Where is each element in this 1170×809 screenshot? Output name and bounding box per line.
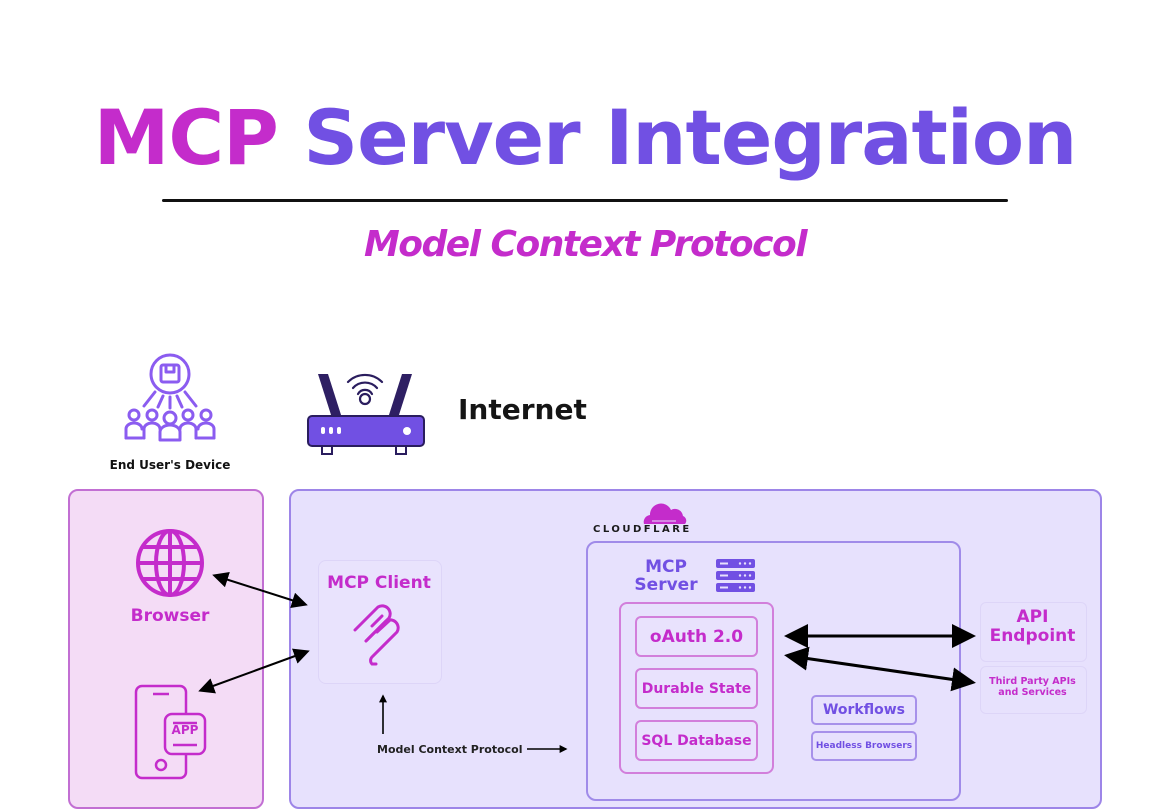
arrow-app-client: [198, 648, 310, 694]
mobile-app-icon: [134, 684, 207, 780]
users-network-icon: [124, 353, 216, 442]
api-endpoint-card: [980, 602, 1087, 662]
service-durable-state: Durable State: [635, 668, 758, 709]
third-party-label-line2: and Services: [998, 687, 1067, 698]
mcp-client-card: [318, 560, 442, 684]
mcp-client-label: MCP Client: [327, 573, 431, 593]
server-rack-icon: [716, 559, 755, 592]
browser-label: Browser: [130, 606, 210, 626]
connector-arrows: [198, 572, 976, 753]
internet-label: Internet: [458, 393, 587, 426]
mcp-server-label: MCP Server: [626, 558, 706, 594]
api-endpoint-label: API Endpoint: [980, 608, 1085, 646]
arrow-oauth-thirdparty: [784, 646, 976, 692]
model-context-protocol-label: Model Context Protocol: [377, 743, 523, 756]
third-party-label: Third Party APIs and Services: [980, 676, 1085, 698]
app-badge: APP: [171, 723, 199, 737]
title-rest: Server Integration: [303, 93, 1077, 182]
api-endpoint-label-line1: API: [1016, 607, 1049, 627]
api-endpoint-label-line2: Endpoint: [989, 626, 1076, 646]
third-party-label-line1: Third Party APIs: [989, 676, 1076, 687]
router-icon: [307, 373, 425, 455]
cloudflare-logo-icon: [643, 503, 687, 524]
page-title: MCP Server Integration: [0, 92, 1170, 184]
arrow-browser-client: [212, 572, 308, 608]
title-mcp: MCP: [93, 93, 279, 182]
service-oauth: oAuth 2.0: [635, 616, 758, 657]
mcp-server-label-line1: MCP: [645, 557, 687, 577]
tool-headless-browsers: Headless Browsers: [811, 731, 917, 761]
cloudflare-label: CLOUDFLARE: [593, 524, 692, 535]
end-user-label: End User's Device: [109, 458, 231, 472]
title-divider: [162, 199, 1008, 202]
service-sql-database: SQL Database: [635, 720, 758, 761]
mcp-server-label-line2: Server: [634, 575, 698, 595]
server-services-group: [619, 602, 774, 774]
page-subtitle: Model Context Protocol: [363, 224, 808, 265]
third-party-card: [980, 666, 1087, 714]
globe-icon: [136, 529, 204, 597]
mcp-logo-icon: [353, 604, 400, 666]
tool-workflows: Workflows: [811, 695, 917, 725]
